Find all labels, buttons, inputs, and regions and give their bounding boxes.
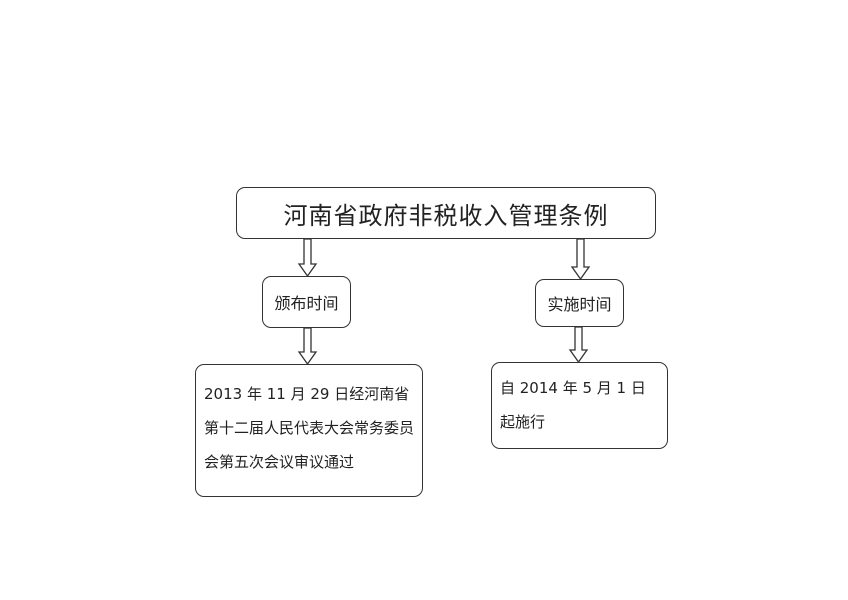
arrow-down-icon	[297, 327, 318, 366]
promulgation-content-box: 2013 年 11 月 29 日经河南省第十二届人民代表大会常务委员会第五次会议…	[195, 364, 423, 497]
arrow-down-icon	[297, 238, 318, 278]
promulgation-label: 颁布时间	[274, 294, 339, 313]
promulgation-content: 2013 年 11 月 29 日经河南省第十二届人民代表大会常务委员会第五次会议…	[204, 385, 415, 471]
title-text: 河南省政府非税收入管理条例	[283, 201, 609, 230]
implementation-content: 自 2014 年 5 月 1 日起施行	[500, 379, 646, 431]
implementation-content-box: 自 2014 年 5 月 1 日起施行	[491, 362, 668, 449]
implementation-label-box: 实施时间	[535, 279, 624, 327]
title-box: 河南省政府非税收入管理条例	[236, 187, 656, 239]
implementation-label: 实施时间	[547, 295, 612, 314]
arrow-down-icon	[570, 238, 591, 281]
promulgation-label-box: 颁布时间	[262, 276, 351, 328]
arrow-down-icon	[568, 326, 589, 364]
